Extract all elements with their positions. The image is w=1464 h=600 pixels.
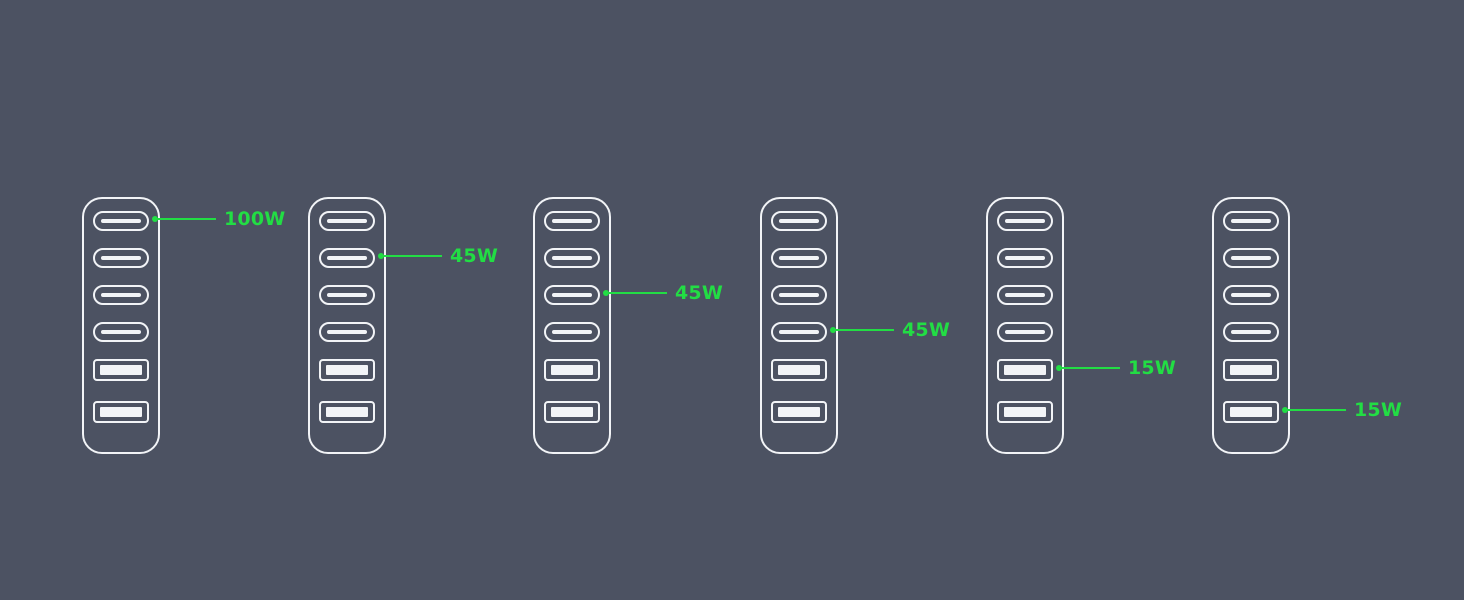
usb-c-port-2 [997,248,1053,268]
usb-c-port-4 [997,322,1053,342]
usb-c-port-4 [1223,322,1279,342]
callout-leader-line [609,292,667,294]
power-label: 100W [224,207,286,230]
port-contact-bar [327,330,367,334]
port-contact-bar [778,407,820,417]
usb-c-port-4 [771,322,827,342]
usb-a-port-5 [93,359,149,381]
usb-a-port-5 [771,359,827,381]
port-contact-bar [552,330,592,334]
charger-device-1 [82,197,160,454]
port-contact-bar [326,407,368,417]
usb-c-port-1 [319,211,375,231]
port-contact-bar [552,256,592,260]
port-contact-bar [100,365,142,375]
port-contact-bar [101,293,141,297]
port-contact-bar [778,365,820,375]
usb-c-port-3 [319,285,375,305]
power-callout-2: 45W [378,244,498,268]
usb-c-port-4 [319,322,375,342]
port-contact-bar [326,365,368,375]
port-contact-bar [1231,219,1271,223]
port-contact-bar [1005,219,1045,223]
port-contact-bar [1005,256,1045,260]
port-contact-bar [1230,407,1272,417]
usb-a-port-5 [544,359,600,381]
port-contact-bar [101,256,141,260]
port-contact-bar [1231,256,1271,260]
usb-c-port-3 [93,285,149,305]
callout-leader-line [1062,367,1120,369]
usb-c-port-4 [93,322,149,342]
usb-c-port-2 [771,248,827,268]
usb-a-port-6 [544,401,600,423]
port-contact-bar [779,219,819,223]
usb-a-port-5 [319,359,375,381]
usb-a-port-6 [771,401,827,423]
charger-device-4 [760,197,838,454]
port-contact-bar [551,407,593,417]
power-callout-4: 45W [830,318,950,342]
port-contact-bar [101,219,141,223]
usb-a-port-6 [93,401,149,423]
port-contact-bar [1004,365,1046,375]
usb-c-port-1 [1223,211,1279,231]
usb-a-port-6 [997,401,1053,423]
usb-a-port-6 [319,401,375,423]
port-contact-bar [1005,293,1045,297]
power-callout-6: 15W [1282,398,1402,422]
usb-c-port-3 [544,285,600,305]
port-contact-bar [327,256,367,260]
power-label: 45W [675,281,723,304]
port-contact-bar [101,330,141,334]
port-contact-bar [1231,330,1271,334]
usb-c-port-2 [544,248,600,268]
usb-c-port-4 [544,322,600,342]
callout-leader-line [1288,409,1346,411]
power-callout-3: 45W [603,281,723,305]
port-contact-bar [779,293,819,297]
port-contact-bar [1005,330,1045,334]
charger-device-2 [308,197,386,454]
port-contact-bar [1231,293,1271,297]
callout-leader-line [384,255,442,257]
power-label: 45W [450,244,498,267]
usb-a-port-6 [1223,401,1279,423]
port-contact-bar [100,407,142,417]
usb-a-port-5 [1223,359,1279,381]
port-contact-bar [327,293,367,297]
usb-c-port-2 [93,248,149,268]
usb-c-port-3 [997,285,1053,305]
port-contact-bar [552,219,592,223]
usb-c-port-3 [771,285,827,305]
usb-c-port-1 [93,211,149,231]
port-contact-bar [551,365,593,375]
callout-leader-line [158,218,216,220]
usb-c-port-1 [997,211,1053,231]
port-contact-bar [1230,365,1272,375]
usb-c-port-1 [544,211,600,231]
usb-c-port-3 [1223,285,1279,305]
port-contact-bar [779,330,819,334]
port-contact-bar [779,256,819,260]
port-contact-bar [1004,407,1046,417]
port-contact-bar [327,219,367,223]
power-callout-5: 15W [1056,356,1176,380]
power-label: 15W [1354,398,1402,421]
port-contact-bar [552,293,592,297]
usb-c-port-2 [319,248,375,268]
charger-device-6 [1212,197,1290,454]
usb-c-port-1 [771,211,827,231]
charger-device-5 [986,197,1064,454]
usb-c-port-2 [1223,248,1279,268]
power-label: 15W [1128,356,1176,379]
charger-device-3 [533,197,611,454]
power-label: 45W [902,318,950,341]
usb-a-port-5 [997,359,1053,381]
callout-leader-line [836,329,894,331]
power-callout-1: 100W [152,207,285,231]
